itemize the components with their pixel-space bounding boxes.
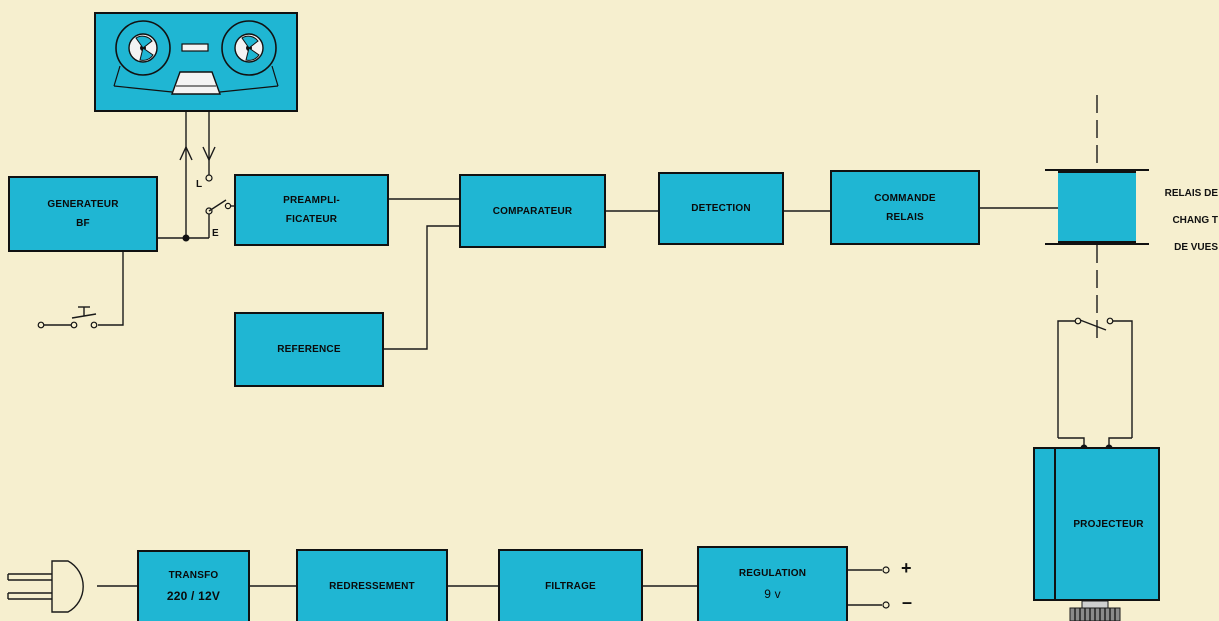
relais-label-line2: CHANG T bbox=[1172, 215, 1218, 226]
tape-recorder-icon bbox=[113, 20, 279, 95]
redressement-label: REDRESSEMENT bbox=[329, 580, 415, 592]
preamplificateur-line1: PREAMPLI- bbox=[283, 195, 340, 206]
relais-label-line1: RELAIS DE bbox=[1164, 188, 1218, 199]
generateur-line1: GENERATEUR bbox=[47, 199, 119, 210]
reference-label: REFERENCE bbox=[277, 344, 341, 355]
commande-relais-line1: COMMANDE bbox=[874, 192, 936, 204]
projecteur-label: PROJECTEUR bbox=[1073, 518, 1144, 530]
filtrage-block: FILTRAGE bbox=[498, 549, 643, 621]
redressement-block: REDRESSEMENT bbox=[296, 549, 448, 621]
transfo-line2: 220 / 12V bbox=[166, 588, 221, 603]
detection-label: DETECTION bbox=[691, 203, 751, 214]
generateur-line2: BF bbox=[76, 218, 90, 229]
switch-label-l: L bbox=[196, 179, 203, 190]
output-minus: – bbox=[902, 592, 913, 612]
commande-relais-block: COMMANDE RELAIS bbox=[830, 170, 980, 245]
switch-contact-l bbox=[205, 174, 213, 182]
detection-block: DETECTION bbox=[658, 172, 784, 245]
filtrage-label: FILTRAGE bbox=[545, 580, 596, 592]
tape-recorder bbox=[94, 12, 298, 112]
junction-dot bbox=[182, 234, 190, 242]
preamplificateur-line2: FICATEUR bbox=[285, 214, 338, 225]
reference-block: REFERENCE bbox=[234, 312, 384, 387]
switch-label-e: E bbox=[212, 228, 219, 239]
transfo-block: TRANSFO 220 / 12V bbox=[137, 550, 250, 621]
mains-plug-icon bbox=[7, 560, 84, 613]
relais-label: RELAIS DE CHANG T DE VUES bbox=[1140, 180, 1218, 261]
relais-label-line3: DE VUES bbox=[1174, 242, 1218, 253]
preamplificateur-block: PREAMPLI- FICATEUR bbox=[234, 174, 389, 246]
relay-switch-arm bbox=[1079, 319, 1107, 331]
regulation-block: REGULATION 9 v bbox=[697, 546, 848, 621]
relay-bottom-plate bbox=[1045, 243, 1149, 245]
projector-knob-icon bbox=[1069, 600, 1121, 621]
relay-top-plate bbox=[1045, 169, 1149, 171]
generateur-bf-block: GENERATEUR BF bbox=[8, 176, 158, 252]
commande-relais-line2: RELAIS bbox=[886, 211, 924, 223]
regulation-line1: REGULATION bbox=[738, 567, 807, 579]
projecteur-block: PROJECTEUR bbox=[1033, 447, 1160, 601]
regulation-line2: 9 v bbox=[764, 586, 781, 601]
transfo-line1: TRANSFO bbox=[168, 569, 219, 581]
arrow-up-icon bbox=[179, 145, 193, 161]
output-plus: + bbox=[901, 558, 912, 578]
relay-coil bbox=[1058, 170, 1136, 244]
comparateur-label: COMPARATEUR bbox=[492, 205, 573, 217]
switch-arm bbox=[208, 199, 227, 212]
projecteur-divider bbox=[1054, 449, 1056, 599]
comparateur-block: COMPARATEUR bbox=[459, 174, 606, 248]
